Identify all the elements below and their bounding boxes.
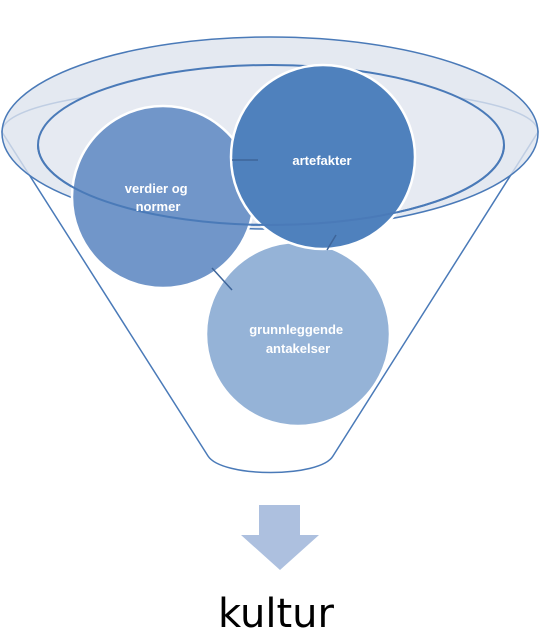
circle-verdier-og-normer — [70, 104, 256, 290]
label-grunnleggende-antakelser-line1: grunnleggende — [249, 322, 343, 337]
funnel-inner-rim-front — [37, 144, 505, 226]
connector-verdier-antakelser — [211, 267, 233, 291]
label-verdier-og-normer: verdier og normer — [125, 181, 191, 214]
down-arrow-icon — [241, 505, 319, 570]
circle-artefakter — [229, 63, 417, 251]
result-label: kultur — [218, 591, 334, 636]
label-grunnleggende-antakelser-line2: antakelser — [266, 341, 330, 356]
label-grunnleggende-antakelser: grunnleggende antakelser — [249, 322, 347, 356]
connector-artefakter-antakelser — [326, 234, 337, 251]
label-verdier-og-normer-line1: verdier og — [125, 181, 188, 196]
label-artefakter-line1: artefakter — [292, 153, 351, 168]
label-verdier-og-normer-line2: normer — [136, 199, 181, 214]
label-artefakter: artefakter — [292, 153, 351, 168]
